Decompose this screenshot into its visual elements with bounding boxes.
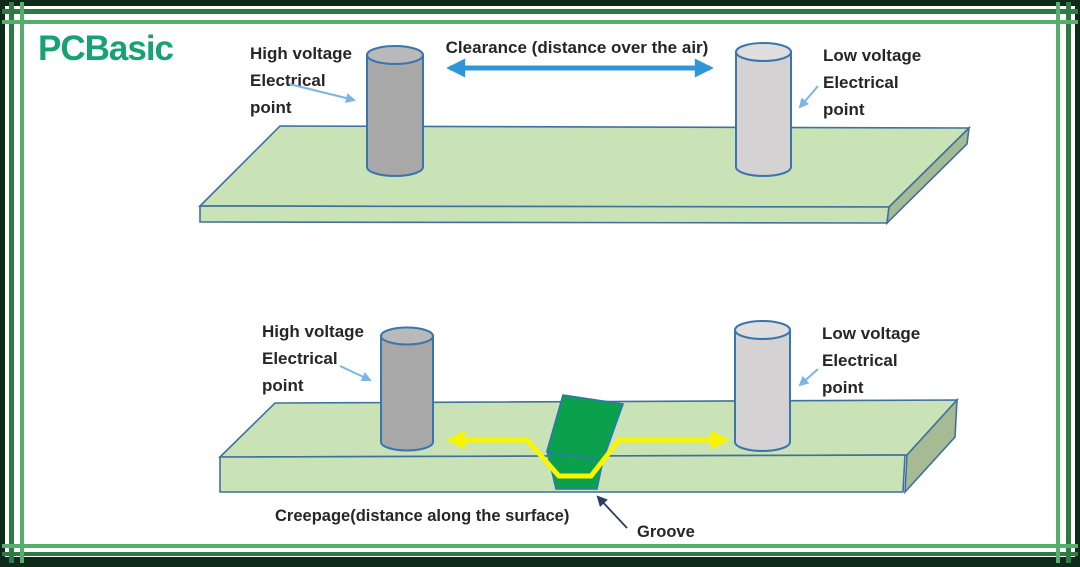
low-voltage-pointer-arrow <box>798 85 819 109</box>
low-voltage-label-line2: Electrical <box>823 73 899 92</box>
low-voltage-label-line1: Low voltage <box>823 46 921 65</box>
low-voltage-label-line2: Electrical <box>822 351 898 370</box>
high-voltage-label-line1: High voltage <box>262 322 364 341</box>
high-voltage-pin <box>380 335 434 452</box>
low-voltage-label-line3: point <box>823 100 865 119</box>
high-voltage-label-line3: point <box>250 98 292 117</box>
creepage-diagram: High voltage Electrical point Low voltag… <box>218 320 959 541</box>
pcb-front-face <box>199 205 890 224</box>
groove-pointer-arrow <box>596 495 628 529</box>
clearance-diagram: Clearance (distance over the air) High v… <box>198 38 971 226</box>
low-voltage-pin <box>734 329 791 452</box>
frame-line-light-top <box>2 20 1078 24</box>
high-voltage-label-line1: High voltage <box>250 44 352 63</box>
high-voltage-label-line2: Electrical <box>262 349 338 368</box>
frame-band-left <box>0 0 5 567</box>
high-voltage-pin-top <box>366 45 424 65</box>
frame-line-dark-top <box>2 9 1078 14</box>
low-voltage-pin-top <box>734 320 791 340</box>
clearance-label: Clearance (distance over the air) <box>446 38 709 57</box>
high-voltage-label-line2: Electrical <box>250 71 326 90</box>
frame-line-dark-bottom <box>2 552 1078 556</box>
high-voltage-pin <box>366 54 424 177</box>
creepage-label: Creepage(distance along the surface) <box>275 507 569 525</box>
pcb-side-face <box>904 397 958 495</box>
high-voltage-pointer-arrow <box>288 83 356 103</box>
low-voltage-pin <box>735 51 792 177</box>
frame-line-light-bottom <box>2 544 1078 548</box>
low-voltage-pin-top <box>735 42 792 62</box>
pcb-top-face <box>198 125 971 208</box>
low-voltage-label-line3: point <box>822 378 864 397</box>
low-voltage-pointer-arrow <box>798 368 819 387</box>
frame-line-dark-right <box>1066 2 1071 563</box>
groove-inner-edge <box>546 451 604 461</box>
high-voltage-label-line3: point <box>262 376 304 395</box>
high-voltage-pointer-arrow <box>339 365 372 382</box>
groove-label: Groove <box>637 523 695 541</box>
frame-line-light-right <box>1056 2 1060 563</box>
high-voltage-pin-top <box>380 326 434 346</box>
pcbasic-logo: PCBasic <box>38 29 174 68</box>
frame-band-bottom <box>0 557 1080 567</box>
low-voltage-label-line1: Low voltage <box>822 324 920 343</box>
pcb-side-face <box>885 125 971 226</box>
creepage-arrow <box>446 430 730 479</box>
frame-band-right <box>1075 0 1080 567</box>
frame-line-light-left <box>20 2 24 563</box>
frame-band-top <box>0 0 1080 6</box>
frame-line-dark-left <box>9 2 14 563</box>
